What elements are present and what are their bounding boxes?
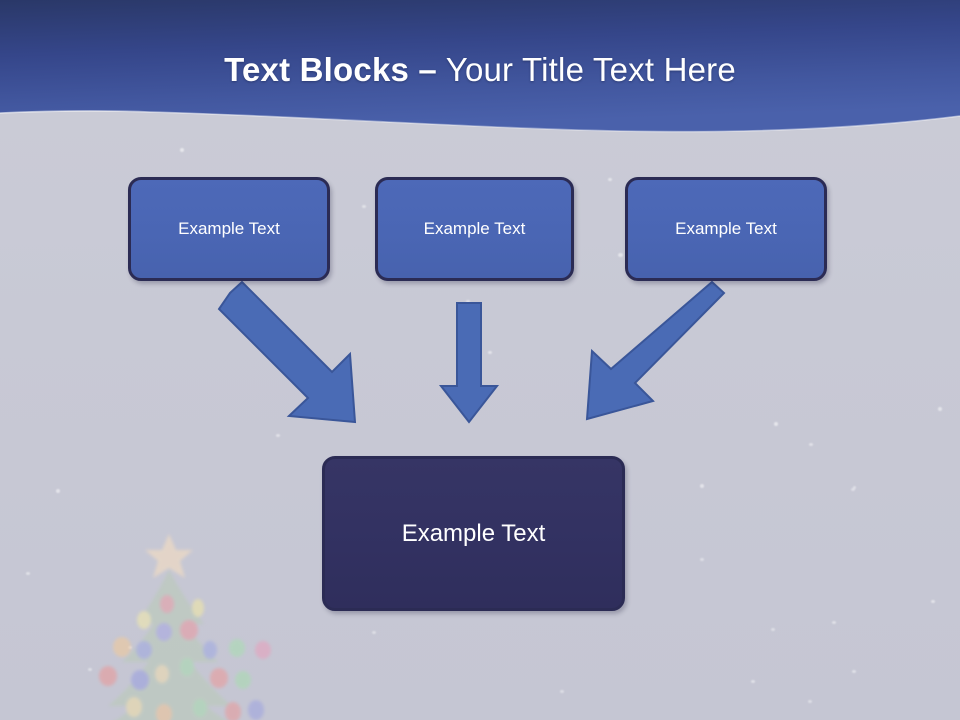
header-band (0, 0, 960, 140)
result-text-block-label: Example Text (401, 519, 546, 547)
page-title-regular: Your Title Text Here (436, 51, 736, 88)
text-block-1[interactable]: Example Text (128, 177, 330, 281)
result-text-block[interactable]: Example Text (322, 456, 625, 611)
arrow-center-vertical (438, 302, 500, 424)
text-block-1-label: Example Text (178, 219, 280, 238)
arrow-right-diagonal (585, 280, 726, 421)
page-title-bold: Text Blocks – (224, 51, 437, 88)
christmas-tree-decoration (96, 528, 356, 720)
tree-lights (99, 595, 271, 720)
star-icon (145, 534, 193, 578)
text-block-3[interactable]: Example Text (625, 177, 827, 281)
page-title: Text Blocks – Your Title Text Here (0, 50, 960, 90)
text-block-2[interactable]: Example Text (375, 177, 574, 281)
arrow-left-diagonal (217, 280, 357, 424)
header-wave-shape (0, 0, 960, 132)
tree-foliage (108, 570, 232, 720)
text-block-2-label: Example Text (423, 219, 526, 238)
text-block-3-label: Example Text (675, 219, 777, 238)
header-wave-highlight (0, 110, 960, 133)
